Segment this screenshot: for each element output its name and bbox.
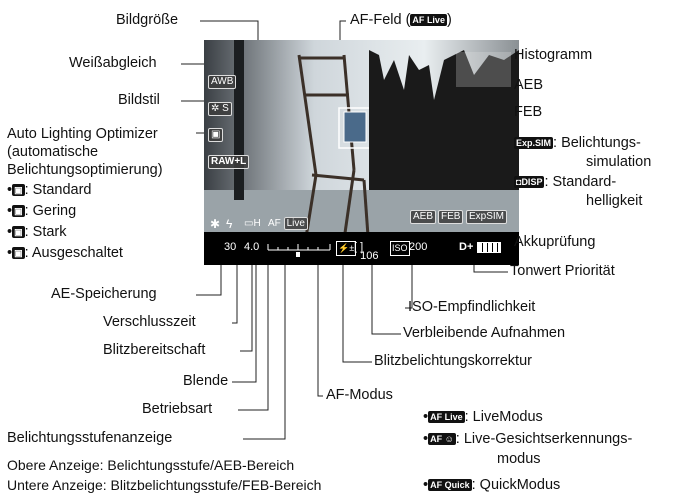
label-standard-brightness-2: helligkeit: [586, 193, 642, 210]
label-iso: ISO-Empfindlichkeit: [408, 299, 535, 316]
battery-icon: [477, 242, 501, 253]
label-highlight-tone-priority: Tonwert Priorität: [510, 263, 615, 280]
label-histogram: Histogramm: [514, 47, 592, 64]
label-white-balance: Weißabgleich: [69, 55, 157, 72]
alo-off-icon: ▣: [12, 247, 25, 259]
alo-item-off: •▣: Ausgeschaltet: [7, 245, 123, 262]
af-mode-face-2: modus: [497, 451, 541, 468]
alo-item-low: •▣: Gering: [7, 203, 76, 220]
expsim-badge: Exp.SIM: [514, 137, 553, 149]
ae-lock-icon: ✱: [210, 218, 220, 230]
label-alo-title: Auto Lighting Optimizer: [7, 126, 158, 143]
exposure-level-scale: [266, 238, 332, 258]
image-size-icon: RAW+L: [208, 155, 249, 169]
disp-badge: ◘DISP: [514, 176, 544, 188]
af-mode-icon: AF Live: [268, 218, 308, 230]
flash-ready-icon: ϟ: [226, 218, 232, 230]
label-image-size: Bildgröße: [116, 12, 178, 29]
af-face-badge: AF ☺: [428, 433, 456, 445]
label-shots-remaining: Verbleibende Aufnahmen: [403, 325, 565, 342]
alo-item-strong: •▣: Stark: [7, 224, 67, 241]
picture-style-icon: ✲ S: [208, 102, 232, 116]
af-quick-badge: AF Quick: [428, 479, 472, 491]
aeb-icon: AEB: [410, 210, 436, 224]
label-af-mode: AF-Modus: [326, 387, 393, 404]
highlight-tone-priority-icon: D+: [459, 241, 473, 254]
af-live-mode-badge: AF Live: [428, 411, 465, 423]
alo-strong-icon: ▣: [12, 226, 25, 238]
af-live-badge: AF Live: [410, 14, 447, 26]
iso-value: 200: [409, 241, 427, 254]
iso-icon: ISO: [390, 241, 410, 256]
label-shutter-speed: Verschlusszeit: [103, 314, 196, 331]
shutter-speed: 30: [224, 241, 236, 254]
label-standard-brightness: ◘DISP: Standard-: [514, 174, 616, 191]
label-af-point: AF-Feld (AF Live): [350, 12, 452, 29]
alo-item-standard: •▣: Standard: [7, 182, 92, 199]
label-aperture: Blende: [183, 373, 228, 390]
af-mode-face: •AF ☺: Live-Gesichtserkennungs-: [423, 431, 632, 448]
label-exposure-simulation-2: simulation: [586, 154, 651, 171]
label-alo-sub2: Belichtungsoptimierung): [7, 162, 163, 179]
auto-lighting-optimizer-icon: ▣: [208, 128, 223, 142]
label-feb: FEB: [514, 104, 542, 121]
label-upper-indicator: Obere Anzeige: Belichtungsstufe/AEB-Bere…: [7, 457, 294, 474]
info-bar: 30 4.0 ⚡± [ 106] ISO 200 D+: [204, 232, 519, 265]
label-flash-ready: Blitzbereitschaft: [103, 342, 205, 359]
label-drive-mode: Betriebsart: [142, 401, 212, 418]
label-ae-lock: AE-Speicherung: [51, 286, 157, 303]
alo-standard-icon: ▣: [12, 184, 25, 196]
label-picture-style: Bildstil: [118, 92, 160, 109]
af-mode-live: •AF Live: LiveModus: [423, 409, 543, 426]
label-alo-sub1: (automatische: [7, 144, 98, 161]
label-battery-check: Akkuprüfung: [514, 234, 595, 251]
label-flash-exposure-compensation: Blitzbelichtungskorrektur: [374, 353, 532, 370]
label-exposure-level-indicator: Belichtungsstufenanzeige: [7, 430, 172, 447]
alo-low-icon: ▣: [12, 205, 25, 217]
shots-remaining: [ 106]: [354, 241, 363, 254]
label-aeb: AEB: [514, 77, 543, 94]
aperture: 4.0: [244, 241, 259, 254]
label-lower-indicator: Untere Anzeige: Blitzbelichtungsstufe/FE…: [7, 477, 321, 494]
feb-icon: FEB: [438, 210, 463, 224]
white-balance-icon: AWB: [208, 75, 236, 89]
exposure-simulation-icon: ExpSIM: [466, 210, 507, 224]
label-exposure-simulation: Exp.SIM: Belichtungs-: [514, 135, 641, 152]
drive-mode-icon: ▭H: [244, 218, 261, 230]
af-mode-quick: •AF Quick: QuickModus: [423, 477, 560, 494]
